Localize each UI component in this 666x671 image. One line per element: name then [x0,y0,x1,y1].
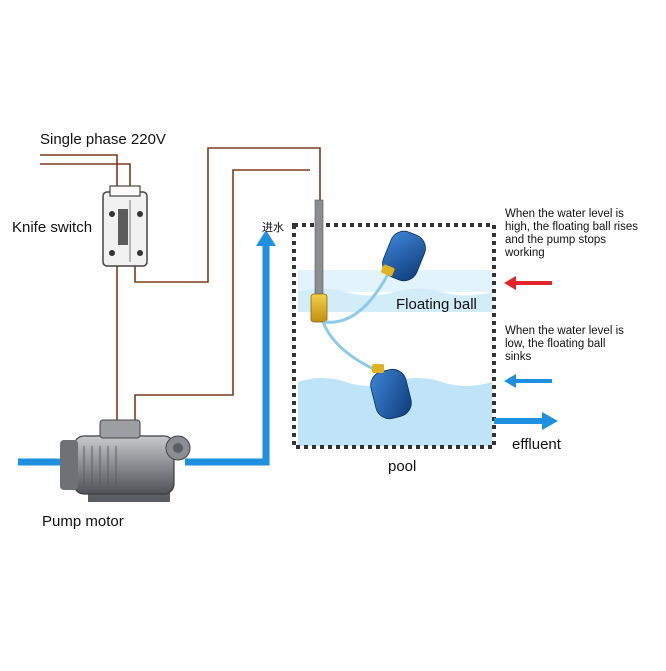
pool-label: pool [388,458,417,475]
high-level-arrow [504,276,552,290]
effluent-arrow [494,412,558,430]
pump-motor-icon [60,419,191,502]
float-ball-low [370,364,412,420]
floating-ball-label: Floating ball [396,296,477,313]
float-switch-icon [310,199,390,374]
low-level-arrow [504,374,552,388]
knife-switch-label: Knife switch [12,219,93,236]
inlet-label: 进水 [262,222,284,234]
pool-tank [292,223,496,449]
inlet-pipe [185,230,276,466]
float-ball-high [381,230,426,282]
high-level-note: When the water level is high, the floati… [505,208,638,259]
power-label: Single phase 220V [40,131,166,148]
knife-switch-icon [102,185,148,267]
power-wires [40,147,321,425]
pump-motor-label: Pump motor [42,513,124,530]
low-level-note: When the water level is low, the floatin… [505,325,624,363]
effluent-label: effluent [512,436,561,453]
